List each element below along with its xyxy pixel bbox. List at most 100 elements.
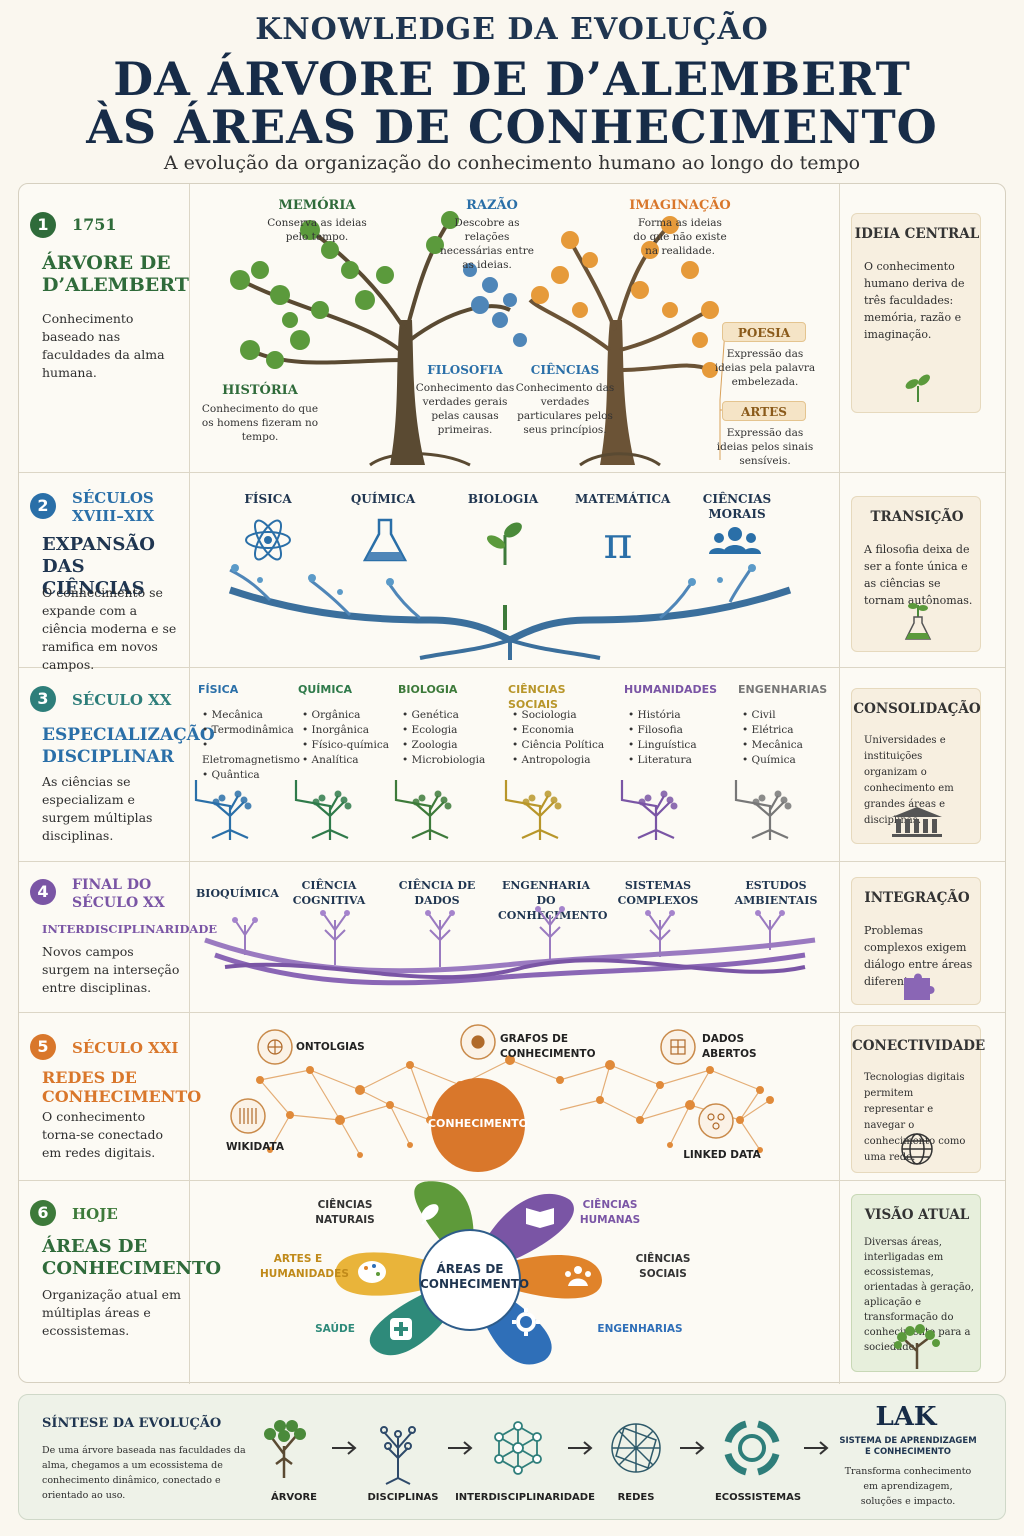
section-4-era: FINAL DO SÉCULO XX	[72, 877, 165, 911]
section-4-desc: Novos campos surgem na interseção entre …	[42, 944, 180, 995]
label-ciencias-humanas: CIÊNCIAS HUMANAS	[579, 1199, 641, 1226]
section-1-box-desc: O conhecimento humano deriva de três fac…	[864, 260, 965, 341]
synthesis-panel	[18, 1394, 1006, 1520]
section-5-side-box: CONECTIVIDADE Tecnologias digitais permi…	[851, 1025, 986, 1173]
razao-desc: Descobre as relações necessárias entre a…	[440, 217, 534, 271]
discipline-tree-icon	[620, 780, 678, 840]
flask-sprout-icon	[904, 603, 932, 640]
discipline-tree-icon	[504, 780, 562, 840]
discipline-item: Antropologia	[512, 753, 616, 768]
step-redes: REDES	[617, 1492, 655, 1503]
section-5-box-title: CONECTIVIDADE	[852, 1038, 986, 1054]
poesia-desc: Expressão das ideias pela palavra embele…	[714, 348, 816, 388]
page-subtitle: A evolução da organização do conheciment…	[163, 152, 861, 174]
gear-icon	[512, 1308, 540, 1336]
node-dados-abertos: DADOS ABERTOS	[702, 1033, 757, 1060]
label-artes-humanidades: ARTES E HUMANIDADES	[260, 1253, 349, 1280]
razao-label: RAZÃO	[466, 198, 518, 213]
discipline-column-title: FÍSICA	[198, 683, 239, 696]
section-3-box-title: CONSOLIDAÇÃO	[853, 701, 981, 717]
label-engenharias: ENGENHARIAS	[597, 1323, 683, 1335]
discipline-column-title: ENGENHARIAS	[738, 683, 828, 696]
section-2-box-desc: A filosofia deixa de ser a fonte única e…	[864, 543, 973, 607]
field-bioquimica: BIOQUÍMICA	[196, 887, 279, 900]
discipline-item: Físico-química	[302, 738, 406, 753]
poesia-label: POESIA	[722, 322, 806, 342]
section-3-title: ESPECIALIZAÇÃO DISCIPLINAR	[42, 725, 215, 767]
section-2-title: EXPANSÃO DAS CIÊNCIAS	[42, 534, 155, 599]
leaf-icon	[421, 1204, 439, 1225]
dalembert-trees-illustration	[230, 211, 750, 467]
ciencias-label: CIÊNCIAS	[530, 363, 600, 377]
institution-icon	[892, 807, 942, 837]
discipline-item: Ecologia	[402, 723, 506, 738]
section-2-desc: O conhecimento se expande com a ciência …	[42, 585, 177, 672]
palette-icon	[358, 1261, 386, 1283]
puzzle-icon	[904, 973, 935, 1000]
section-3-side-box: CONSOLIDAÇÃO Universidades e instituiçõe…	[851, 688, 981, 844]
discipline-item: Microbiologia	[402, 753, 506, 768]
flask-icon	[362, 518, 408, 562]
book-icon	[526, 1208, 554, 1228]
arrow-icon	[448, 1441, 473, 1455]
tree-icon	[264, 1420, 306, 1478]
field-matematica: MATEMÁTICA	[575, 492, 671, 506]
ciencias-desc: Conhecimento das verdades particulares p…	[515, 382, 615, 436]
timeline-frame	[18, 183, 1006, 1384]
section-5-number: 5	[30, 1034, 56, 1060]
node-linked-data: LINKED DATA	[683, 1149, 761, 1161]
discipline-item: Elétrica	[742, 723, 846, 738]
page-title-line2: ÀS ÁREAS DE CONHECIMENTO	[86, 100, 938, 154]
discipline-item: Zoologia	[402, 738, 506, 753]
field-ciencia-de-dados: CIÊNCIA DE DADOS	[398, 879, 476, 907]
section-4-side-box: INTEGRAÇÃO Problemas complexos exigem di…	[851, 877, 981, 1005]
section-2-box-title: TRANSIÇÃO	[870, 509, 964, 525]
discipline-item: Inorgânica	[302, 723, 406, 738]
arrow-icon	[804, 1441, 829, 1455]
people-icon	[565, 1266, 591, 1286]
field-biologia: BIOLOGIA	[467, 492, 539, 506]
discipline-item: Ciência Política	[512, 738, 616, 753]
discipline-column-title: BIOLOGIA	[398, 683, 458, 696]
artes-label: ARTES	[722, 401, 806, 421]
label-saude: SAÚDE	[315, 1323, 355, 1335]
section-5-desc: O conhecimento torna-se conectado em red…	[42, 1109, 164, 1160]
section-1-box-title: IDEIA CENTRAL	[854, 226, 980, 242]
discipline-list: SociologiaEconomiaCiência PolíticaAntrop…	[512, 708, 616, 768]
node-wikidata: WIKIDATA	[225, 1141, 285, 1153]
discipline-item: Filosofia	[628, 723, 732, 738]
discipline-tree-icon	[394, 780, 452, 840]
node-grafos: GRAFOS DE CONHECIMENTO	[500, 1033, 596, 1060]
discipline-item: História	[628, 708, 732, 723]
section-1-era: 1751	[72, 215, 117, 234]
imaginacao-label: IMAGINAÇÃO	[629, 198, 731, 213]
synthesis-steps-icons	[264, 1420, 829, 1485]
section-5-title: REDES DE CONHECIMENTO	[42, 1068, 202, 1106]
arrow-icon	[332, 1441, 357, 1455]
people-icon	[709, 527, 761, 554]
discipline-item: Termodinâmica	[202, 723, 306, 738]
discipline-item: Eletromagnetismo	[202, 738, 306, 768]
discipline-item: Orgânica	[302, 708, 406, 723]
areas-center-label: ÁREAS DE CONHECIMENTO	[420, 1262, 530, 1291]
discipline-item: Mecânica	[202, 708, 306, 723]
section-2-side-box: TRANSIÇÃO A filosofia deixa de ser a fon…	[851, 496, 981, 652]
discipline-item: Civil	[742, 708, 846, 723]
synthesis-title: SÍNTESE DA EVOLUÇÃO	[42, 1416, 222, 1431]
tree-icon	[894, 1324, 940, 1369]
artes-desc: Expressão das ideias pelos sinais sensív…	[716, 427, 814, 467]
discipline-item: Química	[742, 753, 846, 768]
label-ciencias-naturais: CIÊNCIAS NATURAIS	[315, 1199, 375, 1226]
discipline-item: Genética	[402, 708, 506, 723]
knowledge-areas-flower	[335, 1181, 602, 1365]
discipline-list: MecânicaTermodinâmicaEletromagnetismoQuâ…	[202, 708, 306, 783]
discipline-tree-icon	[294, 780, 352, 840]
sprout-icon	[905, 374, 930, 402]
node-ontologias: ONTOLGIAS	[296, 1041, 365, 1053]
field-engenharia-do-conhecimento: ENGENHARIA DO CONHECIMENTO	[498, 879, 608, 922]
filosofia-label: FILOSOFIA	[427, 363, 503, 377]
lak-subtitle: SISTEMA DE APRENDIZAGEM E CONHECIMENTO	[839, 1436, 977, 1457]
discipline-list: CivilElétricaMecânicaQuímica	[742, 708, 846, 768]
discipline-item: Literatura	[628, 753, 732, 768]
field-quimica: QUÍMICA	[350, 492, 416, 506]
